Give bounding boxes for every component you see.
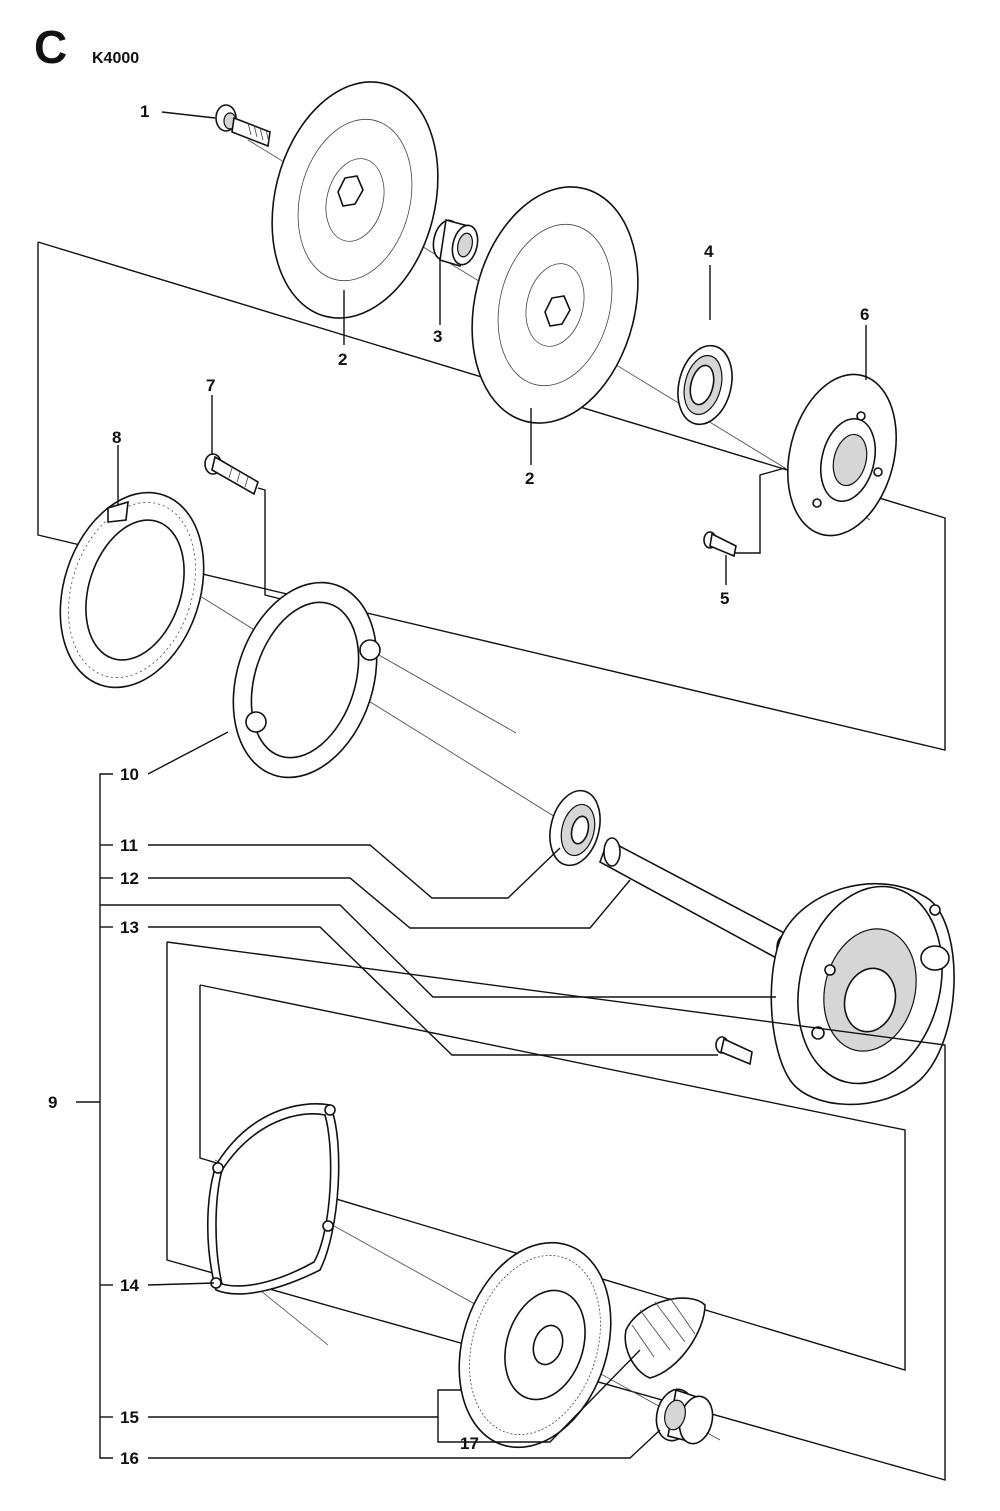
callout-15: 15	[120, 1408, 139, 1427]
leader-15	[148, 1389, 462, 1418]
part-12-shaft	[599, 837, 794, 962]
axis-line-10	[369, 649, 517, 734]
part-2-flange-washer-outer	[271, 81, 439, 319]
leader-13a	[100, 904, 776, 998]
callout-4: 4	[704, 242, 714, 261]
callout-17: 17	[460, 1434, 479, 1453]
callout-3: 3	[433, 327, 442, 346]
callout-6: 6	[860, 305, 869, 324]
leader-16	[148, 1429, 661, 1459]
leader-10	[147, 731, 229, 775]
part-17-pinion	[624, 1297, 706, 1379]
callout-14: 14	[120, 1276, 139, 1295]
callout-8: 8	[112, 428, 121, 447]
part-1-bolt	[215, 104, 271, 148]
leader-screw-5	[735, 467, 786, 554]
part-16-bearing	[655, 1388, 714, 1445]
leader-14	[147, 1282, 215, 1286]
callout-1: 1	[140, 102, 149, 121]
part-13-screw	[715, 1036, 753, 1066]
callout-2b: 2	[525, 469, 534, 488]
leader-12	[148, 877, 631, 929]
callout-2a: 2	[338, 350, 347, 369]
leader-13b	[148, 926, 718, 1056]
part-11-bearing	[549, 789, 601, 867]
callout-13: 13	[120, 918, 139, 937]
section-letter: C	[34, 21, 68, 73]
callout-16: 16	[120, 1449, 139, 1468]
callout-11: 11	[120, 836, 138, 855]
leader-11	[148, 844, 561, 899]
part-10-plate	[232, 581, 381, 779]
part-6-cover-plate	[786, 373, 898, 537]
frame-outline-upper	[37, 241, 946, 751]
leader-1	[161, 111, 216, 119]
frame-outline-lower-2	[199, 984, 906, 1371]
part-2-flange-washer-inner	[471, 186, 639, 424]
part-4-seal	[677, 344, 733, 426]
part-7-screw	[204, 453, 259, 496]
callout-5: 5	[720, 589, 729, 608]
part-13-gear-housing	[770, 882, 955, 1106]
leader-17	[437, 1349, 641, 1443]
part-8-ring-gear	[59, 491, 205, 689]
part-15-bevel-gear	[458, 1241, 612, 1449]
callout-7: 7	[206, 376, 215, 395]
bracket-9	[99, 773, 113, 1459]
callout-12: 12	[120, 869, 139, 888]
frame-outline-lower-1	[166, 941, 946, 1481]
part-14-gasket	[206, 1103, 340, 1295]
part-3-bushing	[432, 218, 479, 268]
model-label: K4000	[92, 50, 140, 67]
callout-9: 9	[48, 1093, 57, 1112]
callout-10: 10	[120, 765, 139, 784]
part-5-screw	[703, 531, 737, 558]
